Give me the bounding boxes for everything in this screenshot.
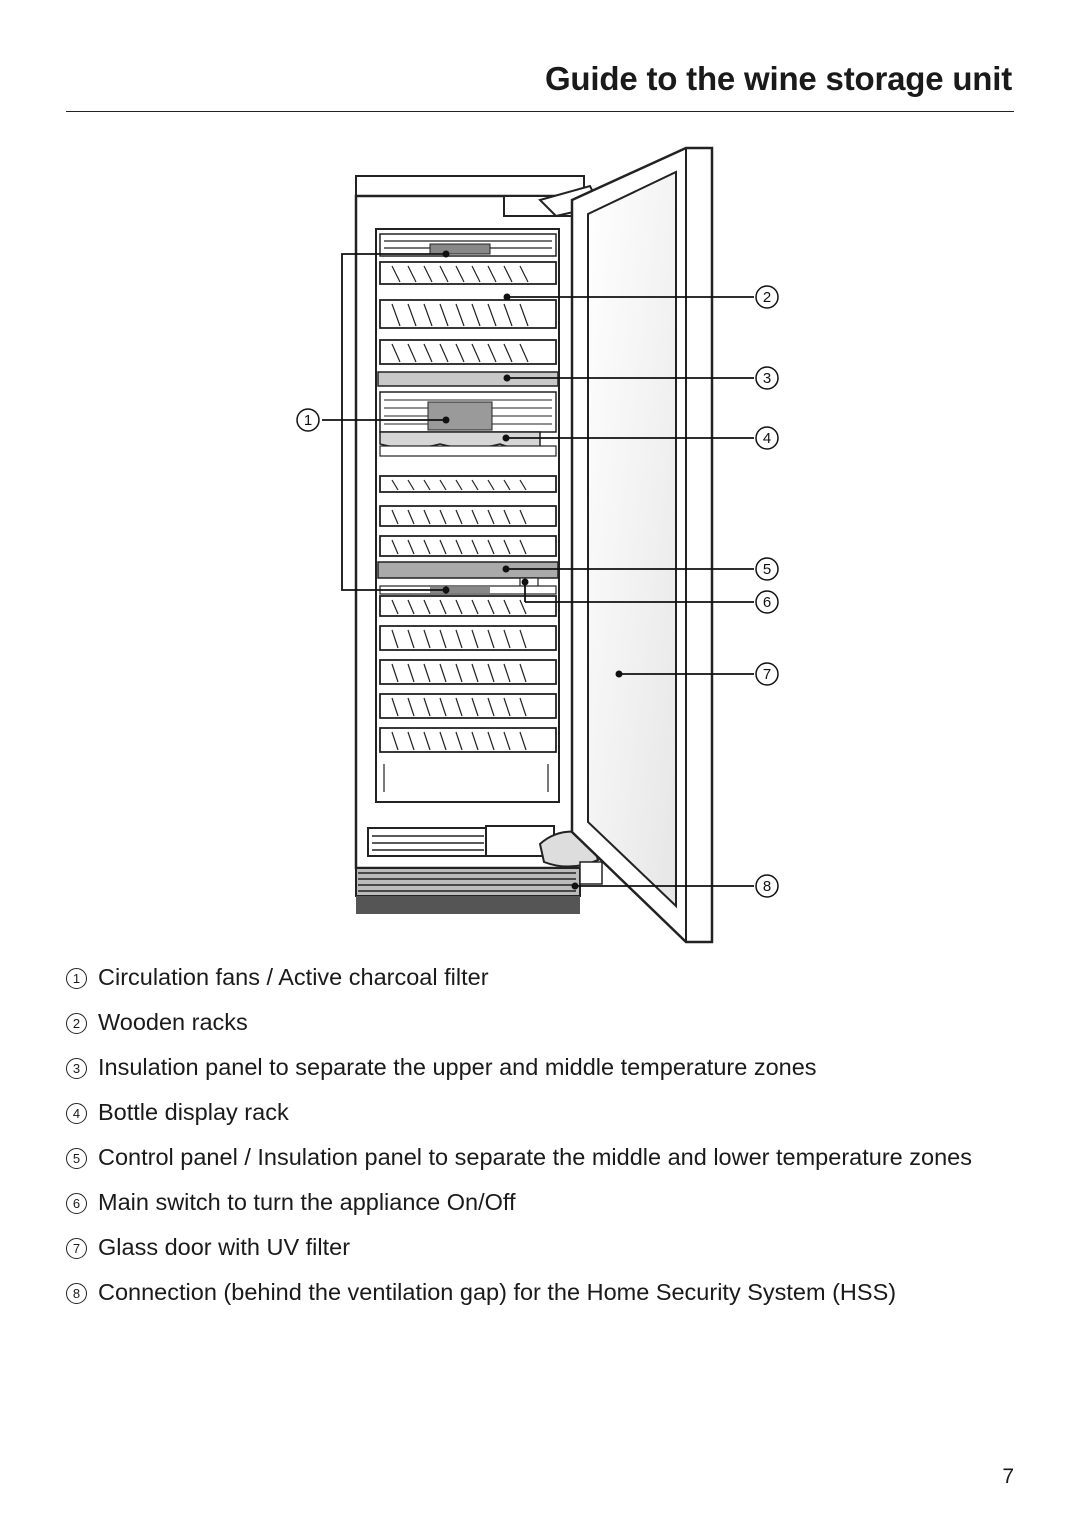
legend-item: 2 Wooden racks [66,1007,1014,1038]
legend-text: Insulation panel to separate the upper a… [98,1054,817,1080]
legend-item: 8 Connection (behind the ventilation gap… [66,1277,1014,1308]
callout-1-bracket [322,253,446,591]
callout-markers [296,285,779,898]
callout-5: 5 [763,561,771,578]
legend-text: Wooden racks [98,1009,248,1035]
callout-7: 7 [763,666,771,683]
callout-2: 2 [763,289,771,306]
legend-text: Main switch to turn the appliance On/Off [98,1189,516,1215]
legend-number: 7 [66,1238,87,1259]
legend-item: 4 Bottle display rack [66,1097,1014,1128]
legend-text: Control panel / Insulation panel to sepa… [98,1144,972,1170]
callout-4: 4 [763,430,771,447]
legend-text: Glass door with UV filter [98,1234,351,1260]
legend-number: 4 [66,1103,87,1124]
callout-3: 3 [763,370,771,387]
title-divider [66,111,1014,112]
legend-text: Circulation fans / Active charcoal filte… [98,964,489,990]
legend-item: 1 Circulation fans / Active charcoal fil… [66,962,1014,993]
top-fan-module [379,233,557,257]
legend-item: 7 Glass door with UV filter [66,1232,1014,1263]
upper-racks [379,261,557,365]
middle-fan-module [379,391,557,433]
page-number: 7 [1002,1465,1014,1488]
page-title: Guide to the wine storage unit [544,60,1012,97]
legend-text: Bottle display rack [98,1099,289,1125]
legend-number: 1 [66,968,87,989]
leader-dots [442,250,623,890]
insulation-panel-upper [377,371,559,387]
leader-lines [506,296,754,887]
callout-6: 6 [763,594,771,611]
lower-racks [379,595,557,753]
legend-item: 6 Main switch to turn the appliance On/O… [66,1187,1014,1218]
wine-unit-diagram: 1 2 3 4 5 6 7 8 [296,146,779,944]
legend-number: 6 [66,1193,87,1214]
legend-item: 5 Control panel / Insulation panel to se… [66,1142,1014,1173]
control-panel [377,561,559,579]
callout-8: 8 [763,878,771,895]
bottle-display-rack [379,431,557,457]
legend-number: 3 [66,1058,87,1079]
legend: 1 Circulation fans / Active charcoal fil… [66,962,1014,1322]
middle-racks [379,475,557,557]
legend-number: 8 [66,1283,87,1304]
legend-number: 5 [66,1148,87,1169]
legend-item: 3 Insulation panel to separate the upper… [66,1052,1014,1083]
glass-door [570,146,714,944]
legend-text: Connection (behind the ventilation gap) … [98,1279,897,1305]
legend-number: 2 [66,1013,87,1034]
callout-1: 1 [304,412,312,429]
